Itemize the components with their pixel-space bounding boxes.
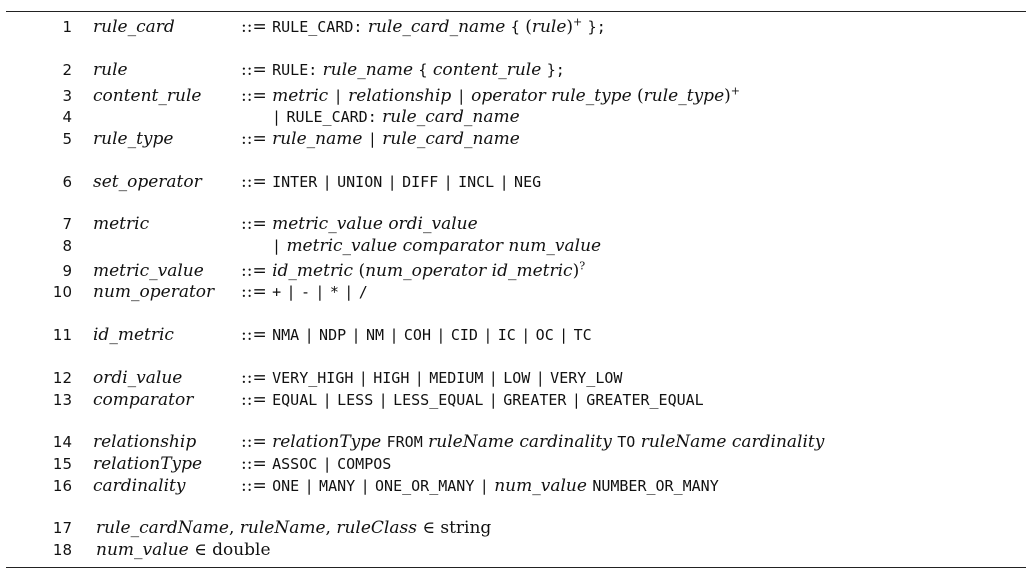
- top-rule: [6, 11, 1026, 12]
- definition: ::= ASSOC | COMPOS: [241, 454, 392, 474]
- nonterminal: set_operator: [93, 172, 202, 192]
- nonterminal: rule_card: [93, 17, 175, 37]
- definition: ::= RULE_CARD: rule_card_name { (rule)+ …: [241, 15, 606, 37]
- definition: | metric_value comparator num_value: [272, 236, 602, 256]
- line-number: 17: [52, 519, 72, 537]
- definition: ::= RULE: rule_name { content_rule };: [241, 60, 565, 80]
- line-number: 13: [52, 391, 72, 409]
- definition: ::= metric | relationship | operator rul…: [241, 84, 740, 106]
- line-number: 15: [52, 455, 72, 473]
- line-number: 7: [62, 215, 72, 233]
- line-number: 18: [52, 541, 72, 559]
- definition: | RULE_CARD: rule_card_name: [272, 107, 520, 127]
- definition: ::= VERY_HIGH | HIGH | MEDIUM | LOW | VE…: [241, 368, 623, 388]
- nonterminal: relationship: [93, 432, 197, 452]
- definition: rule_cardName, ruleName, ruleClass ∈ str…: [96, 518, 492, 538]
- definition: ::= metric_value ordi_value: [241, 214, 478, 234]
- nonterminal: cardinality: [93, 476, 186, 496]
- line-number: 3: [62, 87, 72, 105]
- definition: ::= rule_name | rule_card_name: [241, 129, 520, 149]
- nonterminal: content_rule: [93, 86, 202, 106]
- definition: ::= NMA | NDP | NM | COH | CID | IC | OC…: [241, 325, 592, 345]
- nonterminal: relationType: [93, 454, 203, 474]
- line-number: 14: [52, 433, 72, 451]
- line-number: 1: [62, 18, 72, 36]
- nonterminal: metric_value: [93, 261, 204, 281]
- line-number: 8: [62, 237, 72, 255]
- line-number: 12: [52, 369, 72, 387]
- nonterminal: rule_type: [93, 129, 174, 149]
- definition: ::= relationType FROM ruleName cardinali…: [241, 432, 825, 452]
- nonterminal: num_operator: [93, 282, 215, 302]
- definition: ::= ONE | MANY | ONE_OR_MANY | num_value…: [241, 476, 719, 496]
- definition: ::= + | - | * | /: [241, 282, 368, 302]
- line-number: 16: [52, 477, 72, 495]
- line-number: 9: [62, 262, 72, 280]
- nonterminal: rule: [93, 60, 128, 80]
- line-number: 4: [62, 108, 72, 126]
- bottom-rule: [6, 567, 1026, 568]
- definition: ::= EQUAL | LESS | LESS_EQUAL | GREATER …: [241, 390, 704, 410]
- line-number: 5: [62, 130, 72, 148]
- nonterminal: comparator: [93, 390, 194, 410]
- definition: ::= INTER | UNION | DIFF | INCL | NEG: [241, 172, 542, 192]
- definition: ::= id_metric (num_operator id_metric)?: [241, 259, 586, 281]
- nonterminal: metric: [93, 214, 150, 234]
- line-number: 2: [62, 61, 72, 79]
- line-number: 11: [52, 326, 72, 344]
- nonterminal: id_metric: [93, 325, 174, 345]
- definition: num_value ∈ double: [96, 540, 271, 560]
- line-number: 6: [62, 173, 72, 191]
- nonterminal: ordi_value: [93, 368, 183, 388]
- line-number: 10: [52, 283, 72, 301]
